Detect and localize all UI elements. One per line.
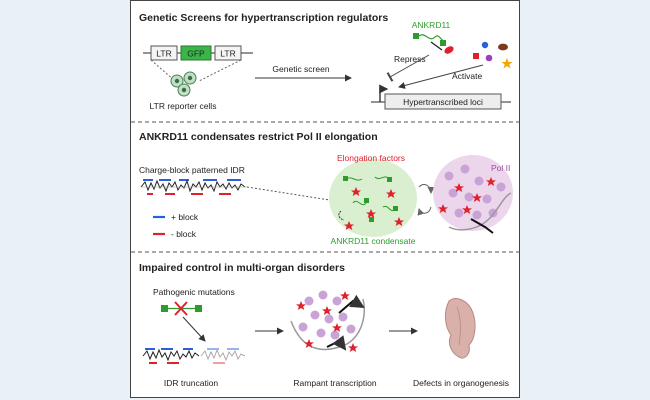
mutations-label: Pathogenic mutations (153, 287, 235, 297)
ankrd11-molecule (413, 33, 454, 54)
ltr-right-label: LTR (220, 49, 235, 59)
pol2-red-factors (438, 177, 496, 214)
transcript-2 (470, 218, 494, 234)
ankrd11-label: ANKRD11 (412, 20, 451, 30)
elongation-factors-label: Elongation factors (337, 153, 405, 163)
panel-condensates: ANKRD11 condensates restrict Pol II elon… (139, 131, 513, 246)
reporter-cells-label: LTR reporter cells (150, 101, 217, 111)
panel2-title: ANKRD11 condensates restrict Pol II elon… (139, 131, 378, 143)
truncation-label: IDR truncation (164, 378, 219, 388)
idr-pointer (246, 186, 337, 202)
hypertranscribed-loci: Hypertranscribed loci (371, 84, 511, 110)
condensate-label: ANKRD11 condensate (331, 236, 416, 246)
pol2-label: Pol II (491, 163, 510, 173)
rampant-transcription (290, 290, 365, 352)
panel-disorders: Impaired control in multi-organ disorder… (139, 262, 509, 388)
ltr-left-label: LTR (156, 49, 171, 59)
gfp-label: GFP (187, 49, 205, 59)
screen-arrow-label: Genetic screen (272, 64, 329, 74)
organ-illustration (444, 298, 476, 359)
ltr-construct: LTR GFP LTR (143, 45, 253, 82)
panel3-title: Impaired control in multi-organ disorder… (139, 262, 345, 274)
abstract-canvas: Genetic Screens for hypertranscription r… (131, 12, 521, 388)
activator-shapes (473, 41, 513, 69)
defects-label: Defects in organogenesis (413, 378, 509, 388)
reporter-cells (170, 71, 197, 97)
graphical-abstract: Genetic Screens for hypertranscription r… (130, 0, 521, 398)
mutation-arrow (182, 316, 206, 342)
truncated-idr-trace (142, 348, 246, 364)
condensate-molecules (338, 176, 398, 222)
plus-block-label: + block (171, 212, 199, 222)
loci-label: Hypertranscribed loci (403, 97, 483, 107)
exchange-arrow-right (418, 184, 435, 194)
mutated-ankrd11 (161, 301, 202, 316)
repress-arrow (386, 54, 430, 82)
repress-label: Repress (394, 54, 426, 64)
panel-genetic-screens: Genetic Screens for hypertranscription r… (139, 12, 513, 111)
exchange-arrow-left (417, 206, 432, 216)
dna-strand-2 (448, 192, 512, 231)
activate-arrow (398, 64, 484, 89)
idr-label: Charge-block patterned IDR (139, 165, 245, 175)
ankrd11-condensate (329, 159, 417, 237)
idr-charge-trace (140, 179, 247, 195)
condensate-red-factors (344, 187, 404, 230)
activate-label: Activate (452, 71, 483, 81)
minus-block-label: - block (171, 229, 197, 239)
panel1-title: Genetic Screens for hypertranscription r… (139, 12, 388, 24)
rampant-label: Rampant transcription (293, 378, 376, 388)
